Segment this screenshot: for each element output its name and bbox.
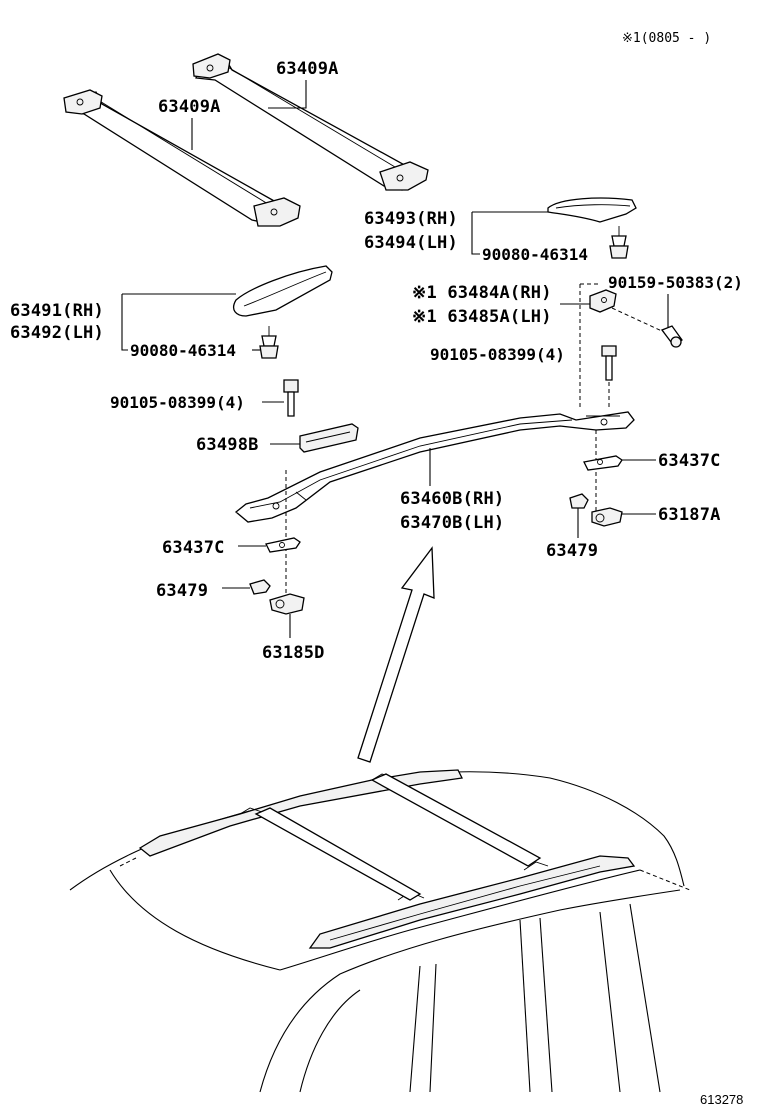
vehicle-roof-illustration xyxy=(69,769,691,1093)
clip-left[interactable] xyxy=(259,326,279,359)
label-crossbar-lower: 63409A xyxy=(158,97,221,117)
label-nut-right: 63187A xyxy=(658,505,721,525)
label-pad: 63498B xyxy=(196,435,259,455)
cap-right[interactable] xyxy=(569,493,589,509)
bracket-right[interactable] xyxy=(589,289,617,313)
label-cover-rh-left: 63491(RH) xyxy=(10,301,104,321)
label-cap-left: 63479 xyxy=(156,581,208,601)
label-clip-right: 90080-46314 xyxy=(482,245,588,264)
gasket-right[interactable] xyxy=(583,455,623,471)
label-screw-right: 90159-50383(2) xyxy=(608,273,743,292)
direction-arrow xyxy=(357,546,435,763)
bolt-right[interactable] xyxy=(601,345,617,381)
end-cover-left[interactable] xyxy=(232,265,333,317)
roof-rail[interactable] xyxy=(234,411,635,523)
label-bracket-rh: ※1 63484A(RH) xyxy=(412,283,552,303)
screw-right[interactable] xyxy=(660,325,683,348)
label-cover-lh-right: 63494(LH) xyxy=(364,233,458,253)
diagram-number: 613278 xyxy=(700,1092,743,1107)
nut-right[interactable] xyxy=(591,507,623,527)
label-bracket-lh: ※1 63485A(LH) xyxy=(412,307,552,327)
label-nut-left: 63185D xyxy=(262,643,325,663)
label-gasket-right: 63437C xyxy=(658,451,721,471)
bolt-left[interactable] xyxy=(283,379,299,417)
label-clip-left: 90080-46314 xyxy=(130,341,236,360)
header-note: ※1(0805 - ) xyxy=(622,31,711,46)
label-rail-rh: 63460B(RH) xyxy=(400,489,504,509)
label-crossbar-upper: 63409A xyxy=(276,59,339,79)
crossbar-lower[interactable] xyxy=(63,89,301,227)
label-cover-rh-right: 63493(RH) xyxy=(364,209,458,229)
nut-left[interactable] xyxy=(269,593,305,615)
cap-left[interactable] xyxy=(249,579,271,595)
clip-right[interactable] xyxy=(609,226,629,259)
pad[interactable] xyxy=(299,423,359,453)
label-bolt-right: 90105-08399(4) xyxy=(430,345,565,364)
gasket-left[interactable] xyxy=(265,537,301,553)
label-rail-lh: 63470B(LH) xyxy=(400,513,504,533)
crossbar-upper[interactable] xyxy=(192,53,429,191)
label-cap-right: 63479 xyxy=(546,541,598,561)
label-bolt-left: 90105-08399(4) xyxy=(110,393,245,412)
end-cover-right[interactable] xyxy=(547,197,637,223)
label-cover-lh-left: 63492(LH) xyxy=(10,323,104,343)
label-gasket-left: 63437C xyxy=(162,538,225,558)
